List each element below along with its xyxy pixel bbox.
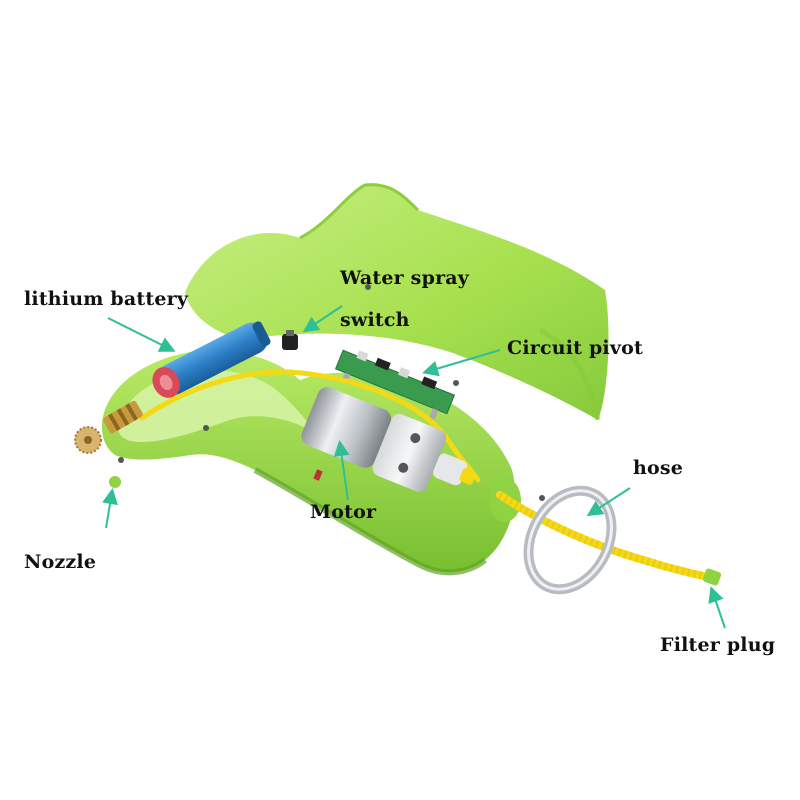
metal-ring: [523, 485, 617, 595]
callout-arrows: [102, 305, 726, 629]
label-nozzle: Nozzle: [24, 551, 97, 573]
label-motor: Motor: [310, 501, 377, 523]
label-switch: switch: [340, 309, 410, 331]
arrow-lithium-battery: [107, 317, 176, 352]
spray-switch: [282, 330, 298, 350]
arrow-circuit-pivot: [422, 349, 501, 377]
circuit-board: [334, 349, 456, 420]
nozzle: [74, 400, 143, 488]
label-hose: hose: [633, 457, 684, 479]
arrow-motor: [333, 440, 350, 501]
motor-assembly: [301, 387, 476, 492]
arrow-nozzle: [102, 488, 118, 529]
arrow-water-spray: [302, 305, 343, 333]
label-lithium-battery: lithium battery: [24, 288, 189, 310]
arrow-hose: [586, 487, 631, 517]
label-water-spray: Water spray: [340, 267, 470, 289]
upper-shell: [185, 183, 609, 421]
label-filter-plug: Filter plug: [660, 634, 776, 656]
filter-plug: [702, 568, 722, 586]
label-circuit-pivot: Circuit pivot: [507, 337, 643, 359]
arrow-filter-plug: [708, 586, 726, 629]
battery: [152, 321, 271, 398]
